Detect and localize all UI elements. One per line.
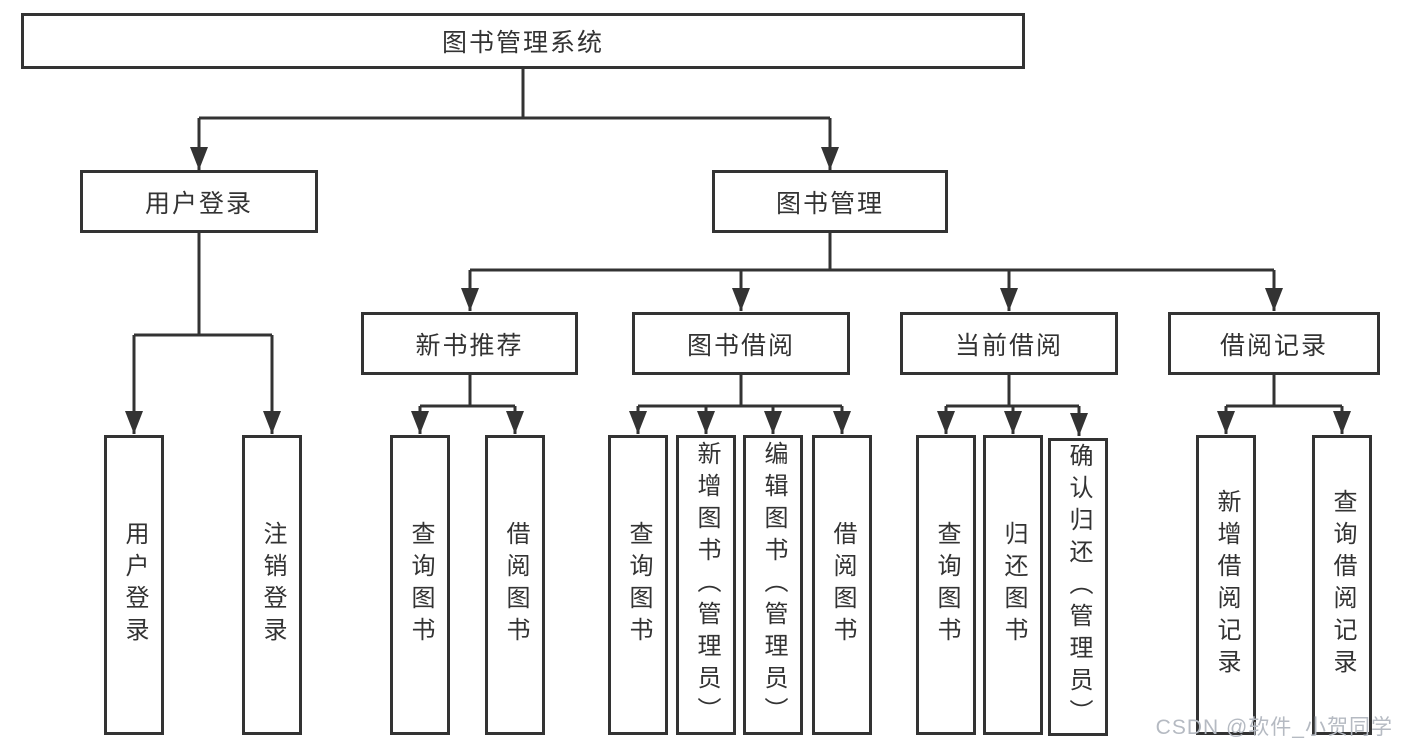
csdn-watermark: CSDN @软件_小贺同学 <box>1155 716 1393 739</box>
node-leaf-confirm-return-admin: 确认归还（管理员） <box>1048 438 1108 736</box>
connector-line <box>1226 375 1342 408</box>
connector-current-borrow-to-leaves <box>937 375 1088 436</box>
connector-line <box>420 375 515 408</box>
node-current-borrowing: 当前借阅 <box>900 312 1118 375</box>
node-label: 用户登录 <box>144 189 253 218</box>
node-label: 借阅图书 <box>502 521 529 649</box>
node-leaf-query-books-borrow: 查询图书 <box>608 435 668 735</box>
connector-book-borrow-to-leaves <box>629 375 851 434</box>
node-leaf-return-books: 归还图书 <box>983 435 1043 735</box>
connector-line <box>470 233 1274 272</box>
node-label: 新增借阅记录 <box>1213 489 1240 681</box>
node-leaf-user-login: 用户登录 <box>104 435 164 735</box>
node-label: 确认归还（管理员） <box>1065 443 1092 731</box>
node-label: 图书借阅 <box>686 331 795 360</box>
connector-root-to-level2 <box>190 69 839 170</box>
node-borrowing-records: 借阅记录 <box>1168 312 1380 375</box>
node-label: 查询图书 <box>625 521 652 649</box>
node-label: 新增图书（管理员） <box>693 441 720 729</box>
connector-line <box>199 69 830 120</box>
connector-line <box>134 233 272 337</box>
node-label: 注销登录 <box>259 521 286 649</box>
connector-book-management-to-level3 <box>461 233 1283 311</box>
node-leaf-query-borrow-record: 查询借阅记录 <box>1312 435 1372 735</box>
node-leaf-query-books-current: 查询图书 <box>916 435 976 735</box>
node-leaf-add-books-admin: 新增图书（管理员） <box>676 435 736 735</box>
node-label: 查询图书 <box>933 521 960 649</box>
node-label: 查询借阅记录 <box>1329 489 1356 681</box>
node-leaf-query-books-recommend: 查询图书 <box>390 435 450 735</box>
node-label: 图书管理 <box>775 189 884 218</box>
node-new-book-recommendation: 新书推荐 <box>361 312 578 375</box>
node-leaf-add-borrow-record: 新增借阅记录 <box>1196 435 1256 735</box>
node-label: 查询图书 <box>407 521 434 649</box>
node-label: 编辑图书（管理员） <box>760 441 787 729</box>
node-book-management: 图书管理 <box>712 170 948 233</box>
node-label: 图书管理系统 <box>441 29 604 57</box>
node-leaf-borrow-books: 借阅图书 <box>812 435 872 735</box>
node-label: 归还图书 <box>1000 521 1027 649</box>
node-root-system: 图书管理系统 <box>21 13 1025 69</box>
connector-new-book-rec-to-leaves <box>411 375 524 434</box>
connector-user-login-to-leaves <box>125 233 281 434</box>
connector-borrow-records-to-leaves <box>1217 375 1351 434</box>
node-label: 新书推荐 <box>415 331 524 360</box>
node-leaf-logout: 注销登录 <box>242 435 302 735</box>
node-label: 用户登录 <box>121 521 148 649</box>
node-label: 当前借阅 <box>954 331 1063 360</box>
node-leaf-borrow-books-recommend: 借阅图书 <box>485 435 545 735</box>
node-book-borrowing: 图书借阅 <box>632 312 850 375</box>
node-leaf-edit-books-admin: 编辑图书（管理员） <box>743 435 803 735</box>
connector-line <box>638 375 842 408</box>
node-label: 借阅图书 <box>829 521 856 649</box>
node-user-login: 用户登录 <box>80 170 318 233</box>
connector-line <box>946 375 1079 408</box>
node-label: 借阅记录 <box>1219 331 1328 360</box>
